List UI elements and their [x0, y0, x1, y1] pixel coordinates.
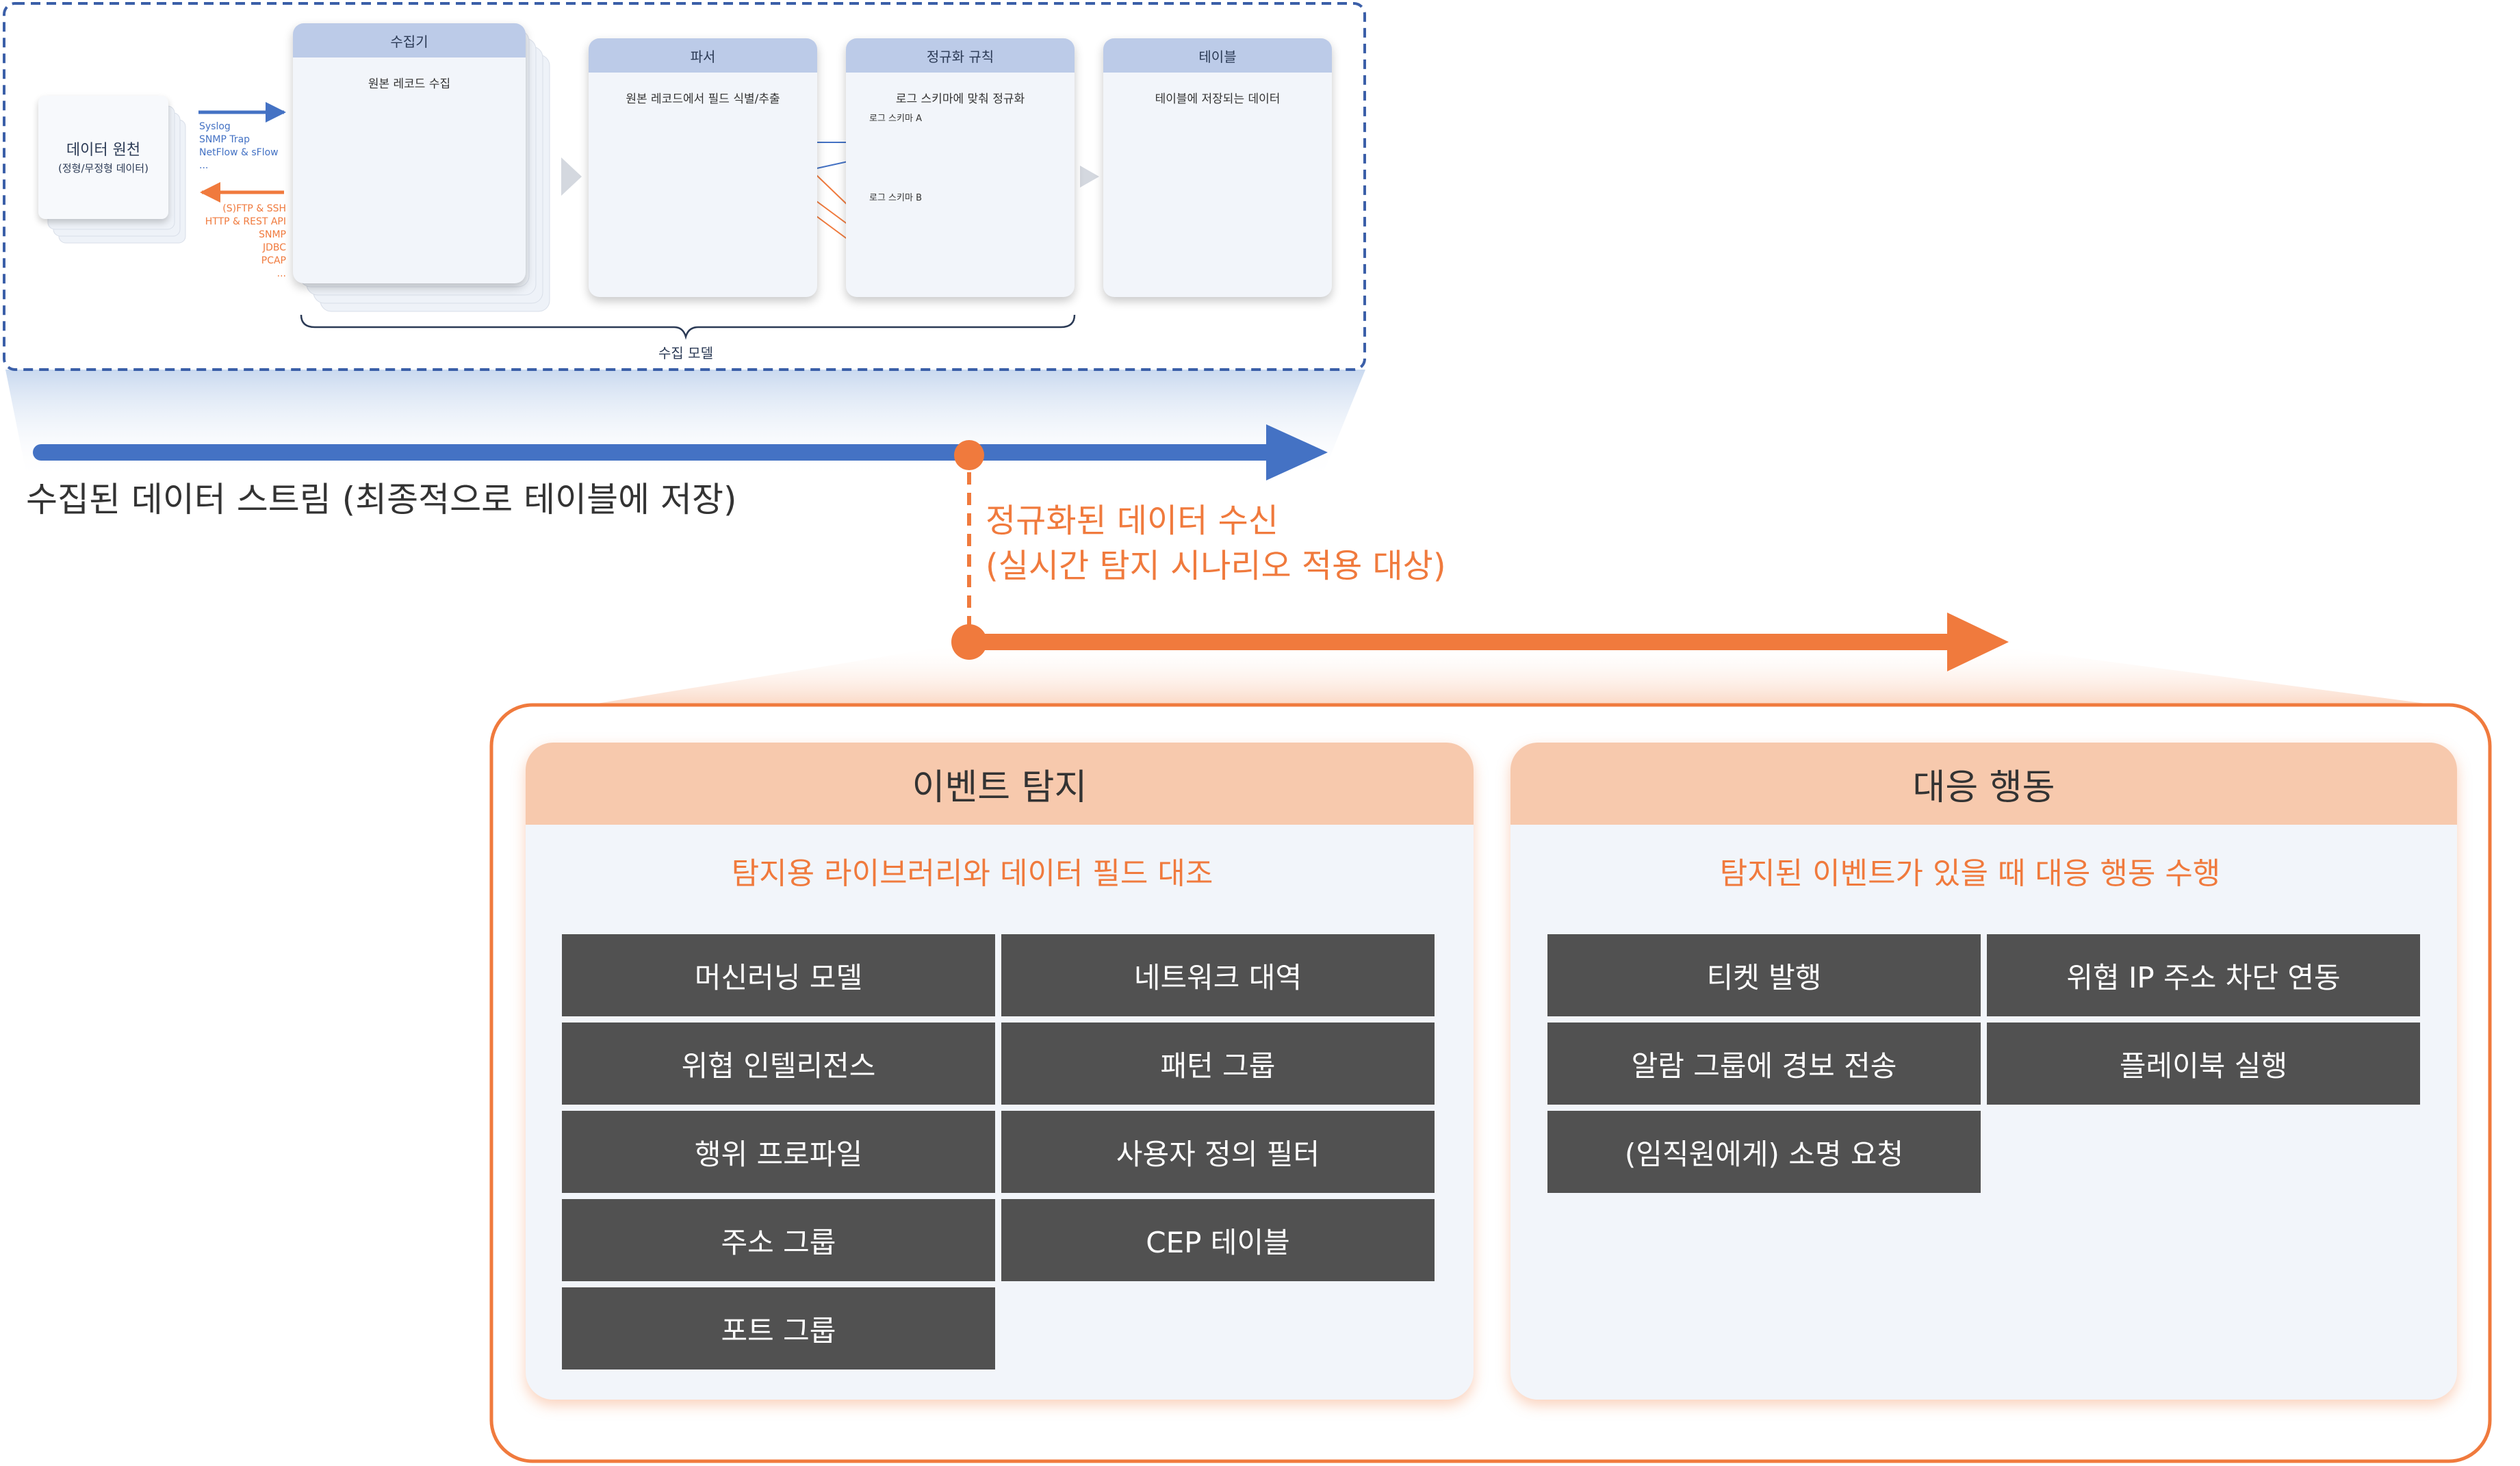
branch-point-top: [954, 440, 984, 470]
normalized-label: 정규화된 데이터 수신 (실시간 탐지 시나리오 적용 대상): [986, 498, 1446, 589]
detection-item-user-filter: 사용자 정의 필터: [1001, 1111, 1435, 1193]
event-detection-title: 이벤트 탐지: [526, 743, 1474, 825]
detection-item-address-group: 주소 그룹: [562, 1199, 995, 1281]
detection-item-threat-intel: 위협 인텔리전스: [562, 1023, 995, 1105]
detection-item-network-range: 네트워크 대역: [1001, 934, 1435, 1016]
protocol-sftp: (S)FTP & SSH: [222, 203, 286, 214]
table-card: 테이블 테이블에 저장되는 데이터: [1103, 38, 1332, 297]
collector-card: 수집기 원본 레코드 수집: [293, 23, 526, 283]
protocol-syslog: Syslog: [199, 121, 231, 132]
schema-b-label: 로그 스키마 B: [869, 193, 922, 203]
stream-arrow-head: [1266, 424, 1328, 480]
collector-title: 수집기: [293, 23, 526, 57]
response-item-playbook: 플레이북 실행: [1987, 1023, 2420, 1105]
pull-protocol-list: (S)FTP & SSH HTTP & REST API SNMP JDBC P…: [192, 203, 286, 281]
chevron-2: [1080, 166, 1099, 188]
detection-item-behavior-profile: 행위 프로파일: [562, 1111, 995, 1193]
protocol-netflow: NetFlow & sFlow: [199, 147, 279, 158]
response-item-ip-block: 위협 IP 주소 차단 연동: [1987, 934, 2420, 1016]
protocol-jdbc: JDBC: [262, 242, 286, 253]
table-title: 테이블: [1103, 38, 1332, 73]
normalized-label-line2: (실시간 탐지 시나리오 적용 대상): [986, 547, 1446, 585]
normalize-subtitle: 로그 스키마에 맞춰 정규화: [895, 92, 1025, 106]
detection-arrow-head: [1947, 613, 2009, 671]
response-item-explanation: (임직원에게) 소명 요청: [1547, 1111, 1981, 1193]
parser-subtitle: 원본 레코드에서 필드 식별/추출: [626, 92, 780, 106]
model-label: 수집 모델: [658, 345, 713, 361]
parser-title: 파서: [589, 38, 817, 73]
detection-item-ml-model: 머신러닝 모델: [562, 934, 995, 1016]
protocol-more: ...: [277, 268, 286, 279]
protocol-more: ...: [199, 160, 209, 171]
response-item-ticket: 티켓 발행: [1547, 934, 1981, 1016]
detection-item-pattern-group: 패턴 그룹: [1001, 1023, 1435, 1105]
response-item-alarm: 알람 그룹에 경보 전송: [1547, 1023, 1981, 1105]
protocol-http: HTTP & REST API: [205, 216, 286, 227]
detection-item-cep-table: CEP 테이블: [1001, 1199, 1435, 1281]
data-source-card: 데이터 원천 (정형/무정형 데이터): [38, 96, 168, 219]
schema-a-label: 로그 스키마 A: [869, 114, 922, 124]
source-title: 데이터 원천: [66, 141, 141, 159]
normalized-label-line1: 정규화된 데이터 수신: [986, 502, 1278, 540]
protocol-pcap: PCAP: [261, 255, 286, 266]
detection-item-port-group: 포트 그룹: [562, 1287, 995, 1369]
source-subtitle: (정형/무정형 데이터): [58, 162, 149, 175]
response-action-title: 대응 행동: [1510, 743, 2457, 825]
normalize-card: 정규화 규칙 로그 스키마에 맞춰 정규화 로그 스키마 A 로그 스키마 B: [846, 38, 1075, 297]
normalize-title: 정규화 규칙: [846, 38, 1075, 73]
collector-subtitle: 원본 레코드 수집: [368, 77, 451, 91]
stream-label: 수집된 데이터 스트림 (최종적으로 테이블에 저장): [26, 480, 737, 519]
event-detection-subtitle: 탐지용 라이브러리와 데이터 필드 대조: [731, 856, 1213, 891]
model-brace: [300, 314, 1076, 340]
panel-fade: [589, 643, 2437, 705]
parser-card: 파서 원본 레코드에서 필드 식별/추출: [589, 38, 817, 297]
push-protocol-list: Syslog SNMP Trap NetFlow & sFlow ...: [199, 120, 279, 172]
pipeline-fade: [5, 370, 1365, 479]
protocol-snmp-trap: SNMP Trap: [199, 134, 250, 145]
response-action-subtitle: 탐지된 이벤트가 있을 때 대응 행동 수행: [1719, 856, 2221, 891]
table-subtitle: 테이블에 저장되는 데이터: [1155, 92, 1281, 106]
protocol-snmp: SNMP: [259, 229, 286, 240]
chevron-1: [561, 157, 582, 196]
